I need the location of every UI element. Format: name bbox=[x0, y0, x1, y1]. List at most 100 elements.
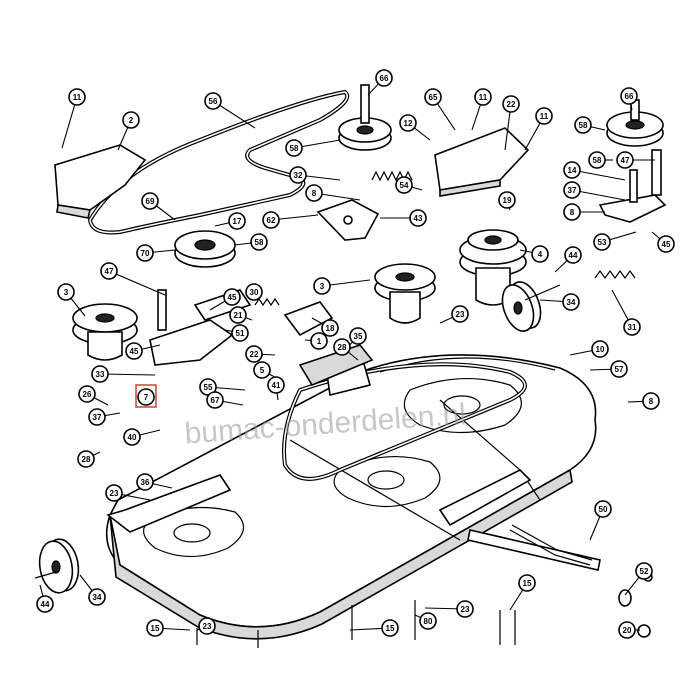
callout-circle bbox=[250, 233, 268, 251]
part-callout-53[interactable]: 53 bbox=[593, 233, 611, 251]
part-callout-34[interactable]: 34 bbox=[88, 588, 106, 606]
part-callout-28[interactable]: 28 bbox=[77, 450, 95, 468]
part-callout-58[interactable]: 58 bbox=[574, 116, 592, 134]
part-callout-8[interactable]: 8 bbox=[305, 184, 323, 202]
part-callout-44[interactable]: 44 bbox=[564, 246, 582, 264]
part-callout-3[interactable]: 3 bbox=[57, 283, 75, 301]
part-callout-7[interactable]: 7 bbox=[137, 388, 155, 406]
callout-circle bbox=[616, 151, 634, 169]
part-callout-40[interactable]: 40 bbox=[123, 428, 141, 446]
part-callout-10[interactable]: 10 bbox=[591, 340, 609, 358]
part-callout-66[interactable]: 66 bbox=[620, 87, 638, 105]
part-callout-34[interactable]: 34 bbox=[562, 293, 580, 311]
part-callout-5[interactable]: 5 bbox=[253, 361, 271, 379]
part-callout-26[interactable]: 26 bbox=[78, 385, 96, 403]
callout-number: 52 bbox=[640, 567, 649, 576]
part-callout-58[interactable]: 58 bbox=[250, 233, 268, 251]
part-callout-69[interactable]: 69 bbox=[141, 192, 159, 210]
part-callout-51[interactable]: 51 bbox=[231, 324, 249, 342]
callout-circle bbox=[610, 360, 628, 378]
callout-number: 10 bbox=[596, 345, 605, 354]
part-callout-30[interactable]: 30 bbox=[245, 283, 263, 301]
part-callout-11[interactable]: 11 bbox=[68, 88, 86, 106]
callout-circle bbox=[333, 338, 351, 356]
part-callout-33[interactable]: 33 bbox=[91, 365, 109, 383]
callout-circle bbox=[409, 209, 427, 227]
callout-circle bbox=[122, 111, 140, 129]
callout-number: 58 bbox=[255, 238, 264, 247]
part-callout-36[interactable]: 36 bbox=[136, 473, 154, 491]
part-callout-45[interactable]: 45 bbox=[125, 342, 143, 360]
part-callout-66[interactable]: 66 bbox=[375, 69, 393, 87]
part-callout-80[interactable]: 80 bbox=[419, 612, 437, 630]
part-callout-43[interactable]: 43 bbox=[409, 209, 427, 227]
part-callout-54[interactable]: 54 bbox=[395, 176, 413, 194]
part-callout-70[interactable]: 70 bbox=[136, 244, 154, 262]
callout-number: 57 bbox=[615, 365, 624, 374]
leader-line-47 bbox=[108, 270, 166, 296]
part-callout-15[interactable]: 15 bbox=[381, 619, 399, 637]
part-callout-67[interactable]: 67 bbox=[206, 391, 224, 409]
part-callout-20[interactable]: 20 bbox=[618, 621, 636, 639]
part-callout-18[interactable]: 18 bbox=[321, 319, 339, 337]
part-callout-37[interactable]: 37 bbox=[88, 408, 106, 426]
part-callout-15[interactable]: 15 bbox=[518, 574, 536, 592]
callout-circle bbox=[657, 235, 675, 253]
part-callout-65[interactable]: 65 bbox=[424, 88, 442, 106]
part-callout-44[interactable]: 44 bbox=[36, 595, 54, 613]
callout-circle bbox=[313, 277, 331, 295]
leader-line-33 bbox=[99, 373, 156, 376]
part-callout-45[interactable]: 45 bbox=[223, 288, 241, 306]
part-callout-23[interactable]: 23 bbox=[105, 484, 123, 502]
callout-circle bbox=[136, 244, 154, 262]
part-callout-14[interactable]: 14 bbox=[563, 161, 581, 179]
part-callout-8[interactable]: 8 bbox=[563, 203, 581, 221]
part-callout-41[interactable]: 41 bbox=[267, 376, 285, 394]
part-callout-58[interactable]: 58 bbox=[588, 151, 606, 169]
callout-number: 28 bbox=[338, 343, 347, 352]
part-callout-45[interactable]: 45 bbox=[657, 235, 675, 253]
part-callout-3[interactable]: 3 bbox=[313, 277, 331, 295]
part-callout-32[interactable]: 32 bbox=[289, 166, 307, 184]
part-callout-52[interactable]: 52 bbox=[635, 562, 653, 580]
part-callout-22[interactable]: 22 bbox=[502, 95, 520, 113]
callout-circle bbox=[563, 203, 581, 221]
part-callout-50[interactable]: 50 bbox=[594, 500, 612, 518]
callout-number: 54 bbox=[400, 181, 409, 190]
part-callout-23[interactable]: 23 bbox=[198, 617, 216, 635]
callout-circle bbox=[456, 600, 474, 618]
part-callout-17[interactable]: 17 bbox=[228, 212, 246, 230]
part-callout-15[interactable]: 15 bbox=[146, 619, 164, 637]
part-callout-8[interactable]: 8 bbox=[642, 392, 660, 410]
part-callout-1[interactable]: 1 bbox=[310, 332, 328, 350]
part-callout-56[interactable]: 56 bbox=[204, 92, 222, 110]
callout-circle bbox=[593, 233, 611, 251]
part-callout-4[interactable]: 4 bbox=[531, 245, 549, 263]
part-callout-19[interactable]: 19 bbox=[498, 191, 516, 209]
callout-circle bbox=[206, 391, 224, 409]
part-callout-23[interactable]: 23 bbox=[456, 600, 474, 618]
part-callout-2[interactable]: 2 bbox=[122, 111, 140, 129]
part-callout-62[interactable]: 62 bbox=[262, 211, 280, 229]
part-callout-12[interactable]: 12 bbox=[399, 114, 417, 132]
callout-circle bbox=[253, 361, 271, 379]
part-callout-37[interactable]: 37 bbox=[563, 181, 581, 199]
callout-number: 80 bbox=[424, 617, 433, 626]
callout-circle bbox=[223, 288, 241, 306]
callout-circle bbox=[57, 283, 75, 301]
pulley-top-58 bbox=[338, 84, 392, 151]
part-callout-23[interactable]: 23 bbox=[451, 305, 469, 323]
part-callout-47[interactable]: 47 bbox=[616, 151, 634, 169]
part-callout-57[interactable]: 57 bbox=[610, 360, 628, 378]
part-callout-28[interactable]: 28 bbox=[333, 338, 351, 356]
part-callout-22[interactable]: 22 bbox=[245, 345, 263, 363]
part-callout-31[interactable]: 31 bbox=[623, 318, 641, 336]
part-callout-55[interactable]: 55 bbox=[199, 378, 217, 396]
part-callout-58[interactable]: 58 bbox=[285, 139, 303, 157]
part-callout-11[interactable]: 11 bbox=[535, 107, 553, 125]
part-callout-35[interactable]: 35 bbox=[349, 327, 367, 345]
part-callout-11[interactable]: 11 bbox=[474, 88, 492, 106]
callout-number: 44 bbox=[569, 251, 578, 260]
part-callout-47[interactable]: 47 bbox=[100, 262, 118, 280]
part-callout-21[interactable]: 21 bbox=[229, 306, 247, 324]
